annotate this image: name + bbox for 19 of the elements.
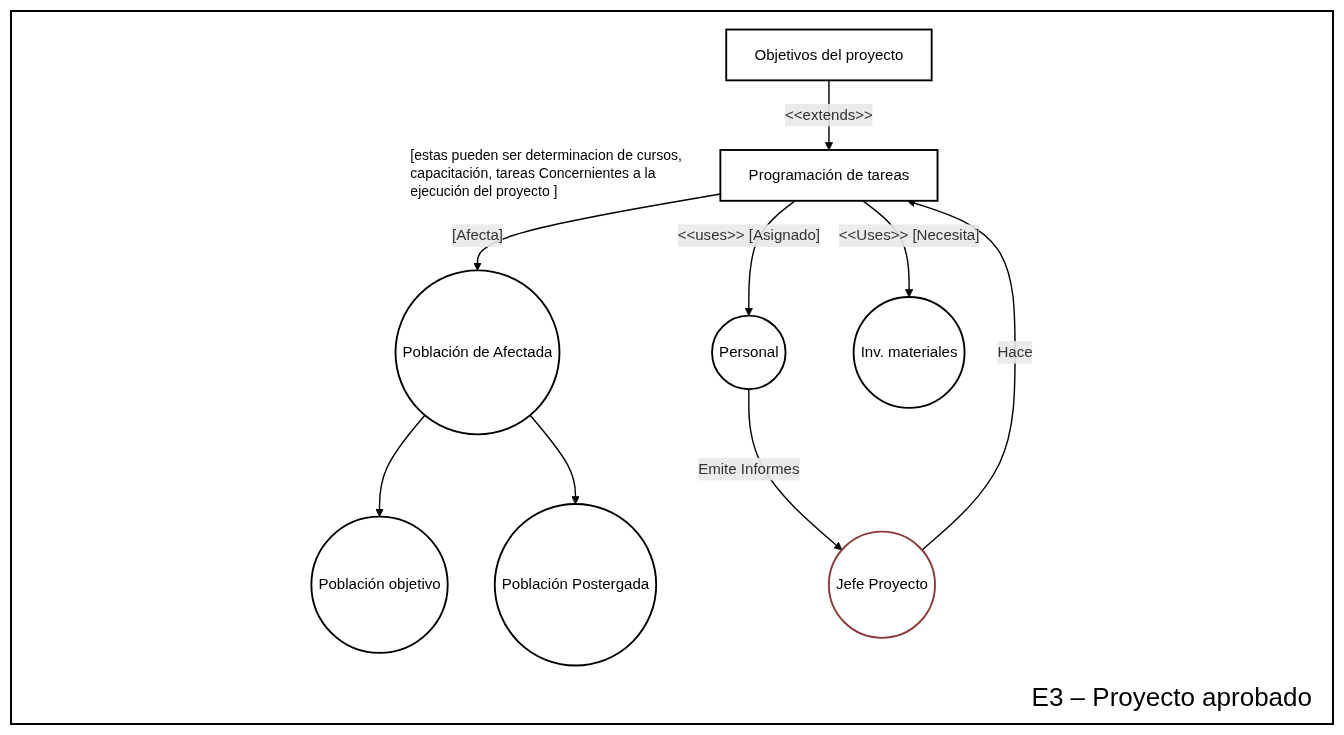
diagram-caption: E3 – Proyecto aprobado [1031, 682, 1312, 713]
node-circle: Población Postergada [493, 503, 658, 667]
arrow [907, 199, 1016, 551]
arrow [529, 414, 580, 505]
edge-label: <<uses>> [Asignado] [677, 227, 820, 244]
edge-label: <<Uses>> [Necesita] [838, 227, 980, 244]
edge-label: Emite Informes [698, 460, 800, 477]
node-circle: Población objetivo [310, 515, 449, 654]
arrow [375, 414, 426, 517]
node-box: Programación de tareas [719, 149, 939, 202]
node-box: Objetivos del proyecto [725, 28, 933, 82]
note-text: [estas pueden ser determinacion de cursos, capacitación, tareas Concernientes a la ejecución del proyecto ] [410, 145, 683, 201]
edge-label: [Afecta] [451, 227, 504, 244]
node-circle: Personal [711, 314, 787, 391]
node-circle: Población de Afectada [394, 269, 561, 436]
edge-label: Hace [997, 343, 1033, 360]
node-circle: Inv. materiales [852, 296, 966, 409]
node-circle: Jefe Proyecto [827, 530, 936, 639]
edge-label: <<extends>> [784, 106, 873, 123]
